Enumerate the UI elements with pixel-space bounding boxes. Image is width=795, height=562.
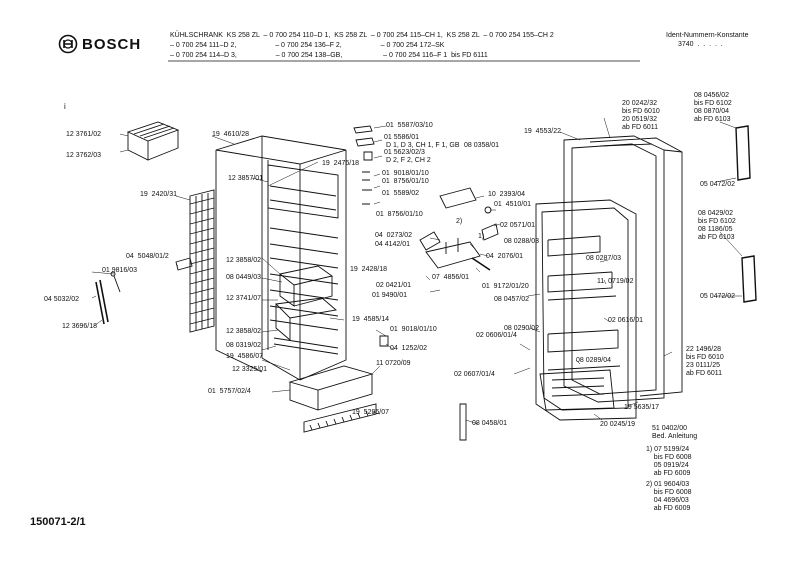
ice-tray-shape xyxy=(126,121,180,161)
cabinet-body-shape xyxy=(215,135,347,381)
part-label: D 1, D 3, CH 1, F 1, GB xyxy=(386,142,460,149)
model-line-3: – 0 700 254 114–D 3, – 0 700 254 138–GB,… xyxy=(170,52,488,59)
part-label: 11 0719/02 xyxy=(597,278,634,285)
part-label: 04 2076/01 xyxy=(486,253,523,260)
part-label: 02 0607/01/4 xyxy=(454,371,495,378)
part-label: 01 5587/03/10 xyxy=(386,122,433,129)
part-label: 1) xyxy=(478,233,485,240)
part-label: 04 0273/02 xyxy=(375,232,412,239)
part-label: D 2, F 2, CH 2 xyxy=(386,157,431,164)
part-label: 12 3858/02 xyxy=(226,328,262,335)
header-rule xyxy=(168,60,640,62)
part-label: 01 9018/01/10 xyxy=(382,170,429,177)
bosch-logo-icon xyxy=(58,34,78,54)
part-label: 01 4510/01 xyxy=(494,201,531,208)
part-label: 01 9172/01/20 xyxy=(482,283,529,290)
condenser-coil-shape xyxy=(189,189,215,333)
part-label: 12 3325/01 xyxy=(232,366,268,373)
part-label: 02 0421/01 xyxy=(376,282,412,289)
part-label: 02 0571/01 xyxy=(500,222,536,229)
part-label: 05 0472/02 xyxy=(700,293,736,300)
part-label: 12 3696/18 xyxy=(62,323,98,330)
part-label: 19 5635/17 xyxy=(624,404,660,411)
part-label: 08 0457/02 xyxy=(494,296,530,303)
part-label: 08 0458/01 xyxy=(472,420,508,427)
part-label: 08 0287/03 xyxy=(586,255,622,262)
part-label: 08 0290/02 xyxy=(504,325,540,332)
part-label: 01 9816/03 xyxy=(102,267,138,274)
part-label: 04 5048/01/2 xyxy=(126,253,169,260)
part-label: 04 5032/02 xyxy=(44,296,80,303)
model-line-1: KÜHLSCHRANK KS 258 ZL – 0 700 254 110–D … xyxy=(170,32,554,39)
part-label: 20 0242/32 bis FD 6010 20 0519/32 ab FD … xyxy=(622,100,660,131)
part-label: 19 4553/22 xyxy=(524,128,561,135)
part-label: 08 0456/02 bis FD 6102 08 0870/04 ab FD … xyxy=(694,92,732,123)
part-label: 05 0472/02 xyxy=(700,181,736,188)
part-label: 12 3857/01 xyxy=(228,175,264,182)
part-label: 01 8756/01/10 xyxy=(382,178,429,185)
door-liner-shape xyxy=(535,199,637,421)
part-label: 08 0429/02 bis FD 6102 08 1186/05 ab FD … xyxy=(698,210,736,241)
part-label: 02 0606/01/4 xyxy=(476,332,517,339)
footnote-2: 2) 01 9604/03 bis FD 6008 04 4696/03 ab … xyxy=(646,481,692,512)
part-label: 19 2428/18 xyxy=(350,266,387,273)
page-marker: i xyxy=(64,102,66,111)
ident-value: 3740 . . . . . xyxy=(678,41,723,48)
part-label: 07 4856/01 xyxy=(432,274,469,281)
part-label: 08 0449/03 xyxy=(226,274,262,281)
part-label: 19 4610/28 xyxy=(212,131,249,138)
crisper-drawer-shape xyxy=(288,365,374,411)
part-label: 08 0319/02 xyxy=(226,342,262,349)
part-label: 01 5589/02 xyxy=(382,190,419,197)
part-label: 01 8756/01/10 xyxy=(376,211,423,218)
part-label: 2) xyxy=(456,218,463,225)
part-label: 01 9018/01/10 xyxy=(390,326,437,333)
ident-title: Ident-Nummern-Konstante xyxy=(666,32,749,39)
part-label: 08 0358/01 xyxy=(464,142,500,149)
part-label: 20 0245/19 xyxy=(600,421,636,428)
part-label: 12 3762/03 xyxy=(66,152,102,159)
part-label: 08 0289/04 xyxy=(576,357,612,364)
part-label: 51 0402/00 Bed. Anleitung xyxy=(652,425,698,440)
part-label: 19 2476/18 xyxy=(322,160,359,167)
part-label: 11 0720/09 xyxy=(376,360,411,367)
door-frame-shape xyxy=(563,135,683,403)
footnote-1: 1) 07 5199/24 bis FD 6008 05 0919/24 ab … xyxy=(646,446,692,477)
part-label: 19 4586/07 xyxy=(226,353,263,360)
brand-name: BOSCH xyxy=(82,36,142,53)
part-label: 12 3741/07 xyxy=(226,295,262,302)
part-label: 19 2420/31 xyxy=(140,191,177,198)
part-label: 19 4585/14 xyxy=(352,316,389,323)
part-label: 01 5757/02/4 xyxy=(208,388,251,395)
part-label: 04 1252/02 xyxy=(390,345,427,352)
part-label: 12 3858/02 xyxy=(226,257,262,264)
figure-number: 150071-2/1 xyxy=(30,516,86,528)
model-line-2: – 0 700 254 111–D 2, – 0 700 254 136–F 2… xyxy=(170,42,445,49)
part-label: 01 5623/02/3 xyxy=(384,149,425,156)
part-label: 22 1496/28 bis FD 6010 23 0111/25 ab FD … xyxy=(686,346,724,377)
part-label: 04 4142/01 xyxy=(375,241,411,248)
part-label: 08 0288/03 xyxy=(504,238,540,245)
part-label: 10 2393/04 xyxy=(488,191,525,198)
part-label: 12 3761/02 xyxy=(66,131,102,138)
part-label: 01 9490/01 xyxy=(372,292,408,299)
part-label: 02 0616/01 xyxy=(608,317,644,324)
part-label: 19 5296/07 xyxy=(352,409,389,416)
part-label: 01 5586/01 xyxy=(384,134,420,141)
